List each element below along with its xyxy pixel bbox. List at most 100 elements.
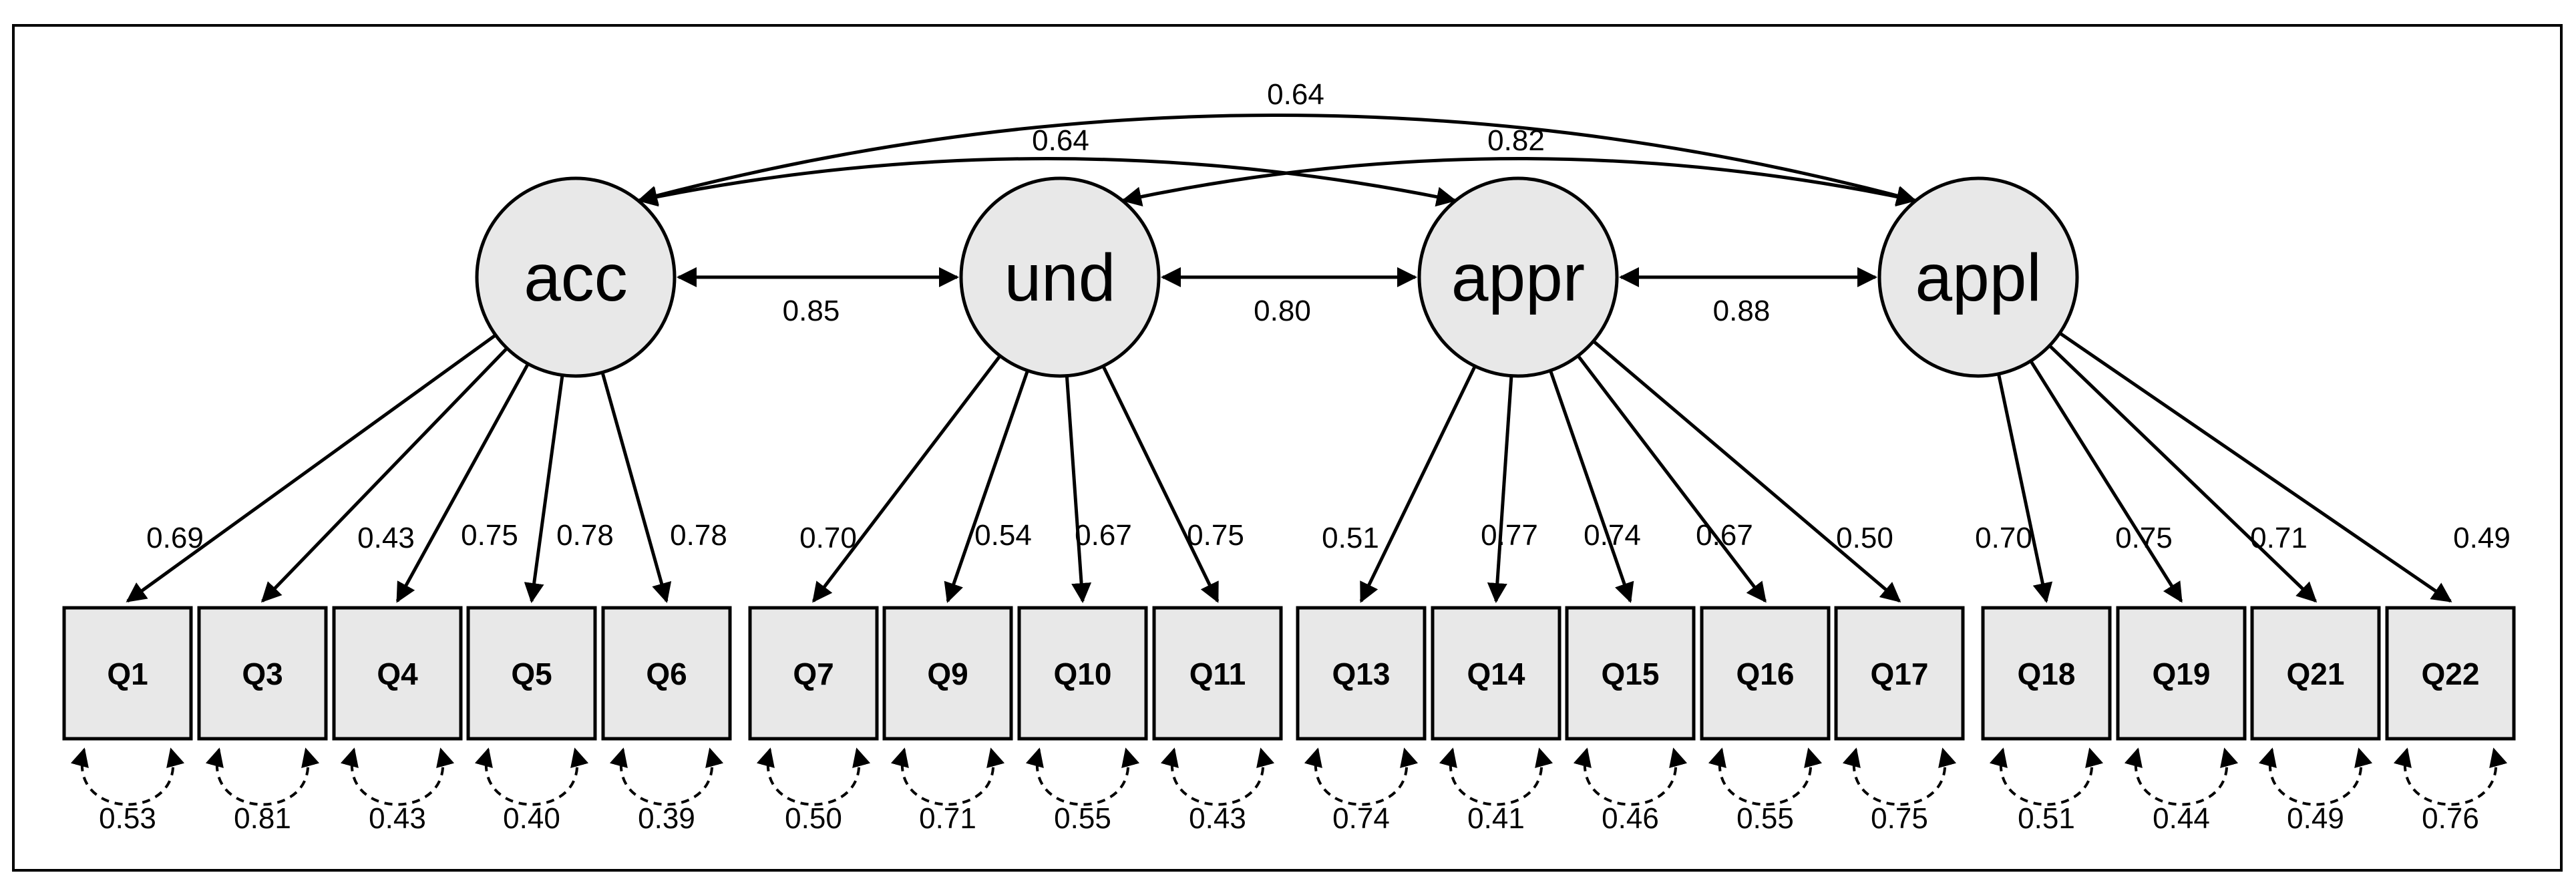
error-label-q15: 0.46	[1602, 802, 1659, 835]
item-q14-label: Q14	[1467, 657, 1525, 691]
latent-acc-label: acc	[524, 240, 628, 315]
item-q19-box	[2116, 606, 2247, 741]
error-label-q3: 0.81	[234, 802, 291, 835]
item-q5-label: Q5	[511, 657, 552, 691]
correlation-label-und-appr: 0.80	[1254, 295, 1311, 327]
item-q4-label: Q4	[377, 657, 418, 691]
error-arc-q9	[890, 747, 1005, 806]
loading-label-q6: 0.78	[670, 519, 727, 552]
error-label-q9: 0.71	[919, 802, 976, 835]
item-q6-label: Q6	[646, 657, 687, 691]
loading-arrow-und-q10	[1065, 375, 1092, 603]
loading-label-q4: 0.75	[461, 519, 518, 552]
error-arc-q15	[1573, 747, 1688, 806]
loading-label-q19: 0.75	[2115, 522, 2173, 554]
item-q22-box	[2385, 606, 2516, 741]
correlation-curve-acc-appr	[637, 157, 1457, 207]
loading-label-q14: 0.77	[1481, 519, 1538, 552]
loading-arrow-appl-q22	[2058, 331, 2452, 603]
loading-arrow-appl-q21	[2048, 344, 2318, 603]
error-arc-q1	[70, 747, 185, 806]
loading-label-q13: 0.51	[1322, 522, 1379, 554]
latent-appl-circle	[1877, 176, 2079, 378]
loading-label-q17: 0.50	[1836, 522, 1893, 554]
error-arc-q5	[474, 747, 589, 806]
error-label-q22: 0.76	[2422, 802, 2479, 835]
loading-arrow-acc-q6	[600, 371, 672, 603]
loading-label-q15: 0.74	[1584, 519, 1641, 552]
error-arc-q7	[756, 747, 871, 806]
error-label-q21: 0.49	[2287, 802, 2344, 835]
loading-label-q11: 0.75	[1187, 519, 1244, 552]
latent-appr-label: appr	[1451, 240, 1585, 315]
latent-und-label: und	[1004, 240, 1116, 315]
loading-label-q21: 0.71	[2250, 522, 2308, 554]
item-q11-label: Q11	[1189, 657, 1246, 691]
loading-label-q18: 0.70	[1975, 522, 2032, 554]
loading-label-q22: 0.49	[2453, 522, 2511, 554]
error-label-q10: 0.55	[1054, 802, 1111, 835]
item-q14-box	[1431, 606, 1561, 741]
item-q16-label: Q16	[1736, 657, 1795, 691]
item-q22-label: Q22	[2422, 657, 2480, 691]
loading-arrow-acc-q5	[524, 375, 564, 603]
loading-arrow-acc-q3	[260, 347, 508, 603]
latent-acc-circle	[475, 176, 677, 378]
loading-label-q5: 0.78	[556, 519, 614, 552]
item-q21-label: Q21	[2287, 657, 2345, 691]
loading-arrow-und-q7	[812, 355, 1002, 603]
loading-arrow-acc-q1	[126, 333, 497, 603]
loading-arrow-appr-q13	[1359, 365, 1477, 603]
item-q21-box	[2250, 606, 2381, 741]
item-q7-label: Q7	[793, 657, 834, 691]
item-q1-label: Q1	[107, 657, 148, 691]
loading-arrow-appr-q17	[1592, 339, 1901, 602]
item-q4-box	[332, 606, 463, 741]
error-label-q19: 0.44	[2153, 802, 2210, 835]
loading-label-q1: 0.69	[146, 522, 204, 554]
loading-arrow-und-q9	[944, 370, 1029, 603]
error-label-q4: 0.43	[369, 802, 426, 835]
error-arc-q17	[1842, 747, 1957, 806]
error-arc-q6	[609, 747, 724, 806]
item-q10-box	[1017, 606, 1148, 741]
loading-arrow-appr-q16	[1576, 355, 1767, 603]
item-q13-label: Q13	[1332, 657, 1391, 691]
item-q3-label: Q3	[242, 657, 283, 691]
error-label-q6: 0.39	[638, 802, 695, 835]
item-q17-label: Q17	[1871, 657, 1929, 691]
error-arc-q10	[1025, 747, 1140, 806]
loading-arrow-appr-q15	[1549, 370, 1634, 603]
item-q18-box	[1981, 606, 2112, 741]
latent-und-circle	[959, 176, 1161, 378]
latent-appl-label: appl	[1915, 240, 2041, 315]
loading-label-q7: 0.70	[799, 522, 857, 554]
correlation-label-acc-appl: 0.64	[1267, 78, 1324, 111]
error-label-q11: 0.43	[1189, 802, 1246, 835]
item-q15-label: Q15	[1602, 657, 1660, 691]
error-arc-q14	[1439, 747, 1553, 806]
item-q19-label: Q19	[2153, 657, 2211, 691]
item-q6-box	[601, 606, 732, 741]
loading-label-q9: 0.54	[974, 519, 1032, 552]
error-label-q7: 0.50	[785, 802, 842, 835]
loading-label-q16: 0.67	[1696, 519, 1753, 552]
item-q9-box	[882, 606, 1013, 741]
item-q16-box	[1700, 606, 1831, 741]
item-q15-box	[1565, 606, 1696, 741]
error-label-q16: 0.55	[1736, 802, 1794, 835]
item-q1-box	[62, 606, 193, 741]
error-label-q1: 0.53	[99, 802, 156, 835]
loading-arrow-appl-q18	[1997, 373, 2053, 603]
loading-arrow-und-q11	[1101, 365, 1220, 603]
latent-factors: acc und appr appl	[475, 176, 2079, 378]
correlation-curve-und-appl	[1121, 157, 1917, 207]
error-label-q18: 0.51	[2018, 802, 2075, 835]
error-arc-q18	[1989, 747, 2104, 806]
error-arc-q22	[2393, 747, 2508, 806]
